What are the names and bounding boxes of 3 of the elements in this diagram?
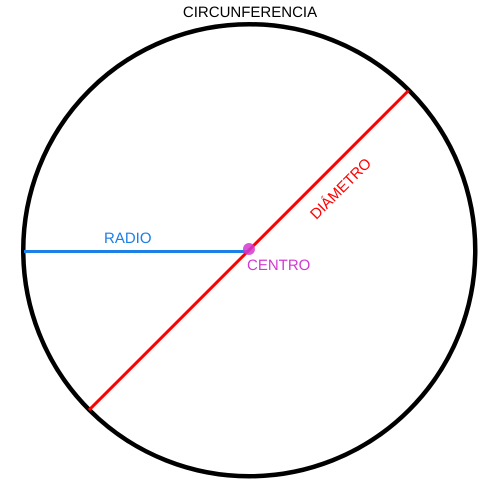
radius-label: RADIO xyxy=(104,231,152,246)
center-label: CENTRO xyxy=(247,258,310,273)
circle-title: CIRCUNFERENCIA xyxy=(182,5,318,20)
